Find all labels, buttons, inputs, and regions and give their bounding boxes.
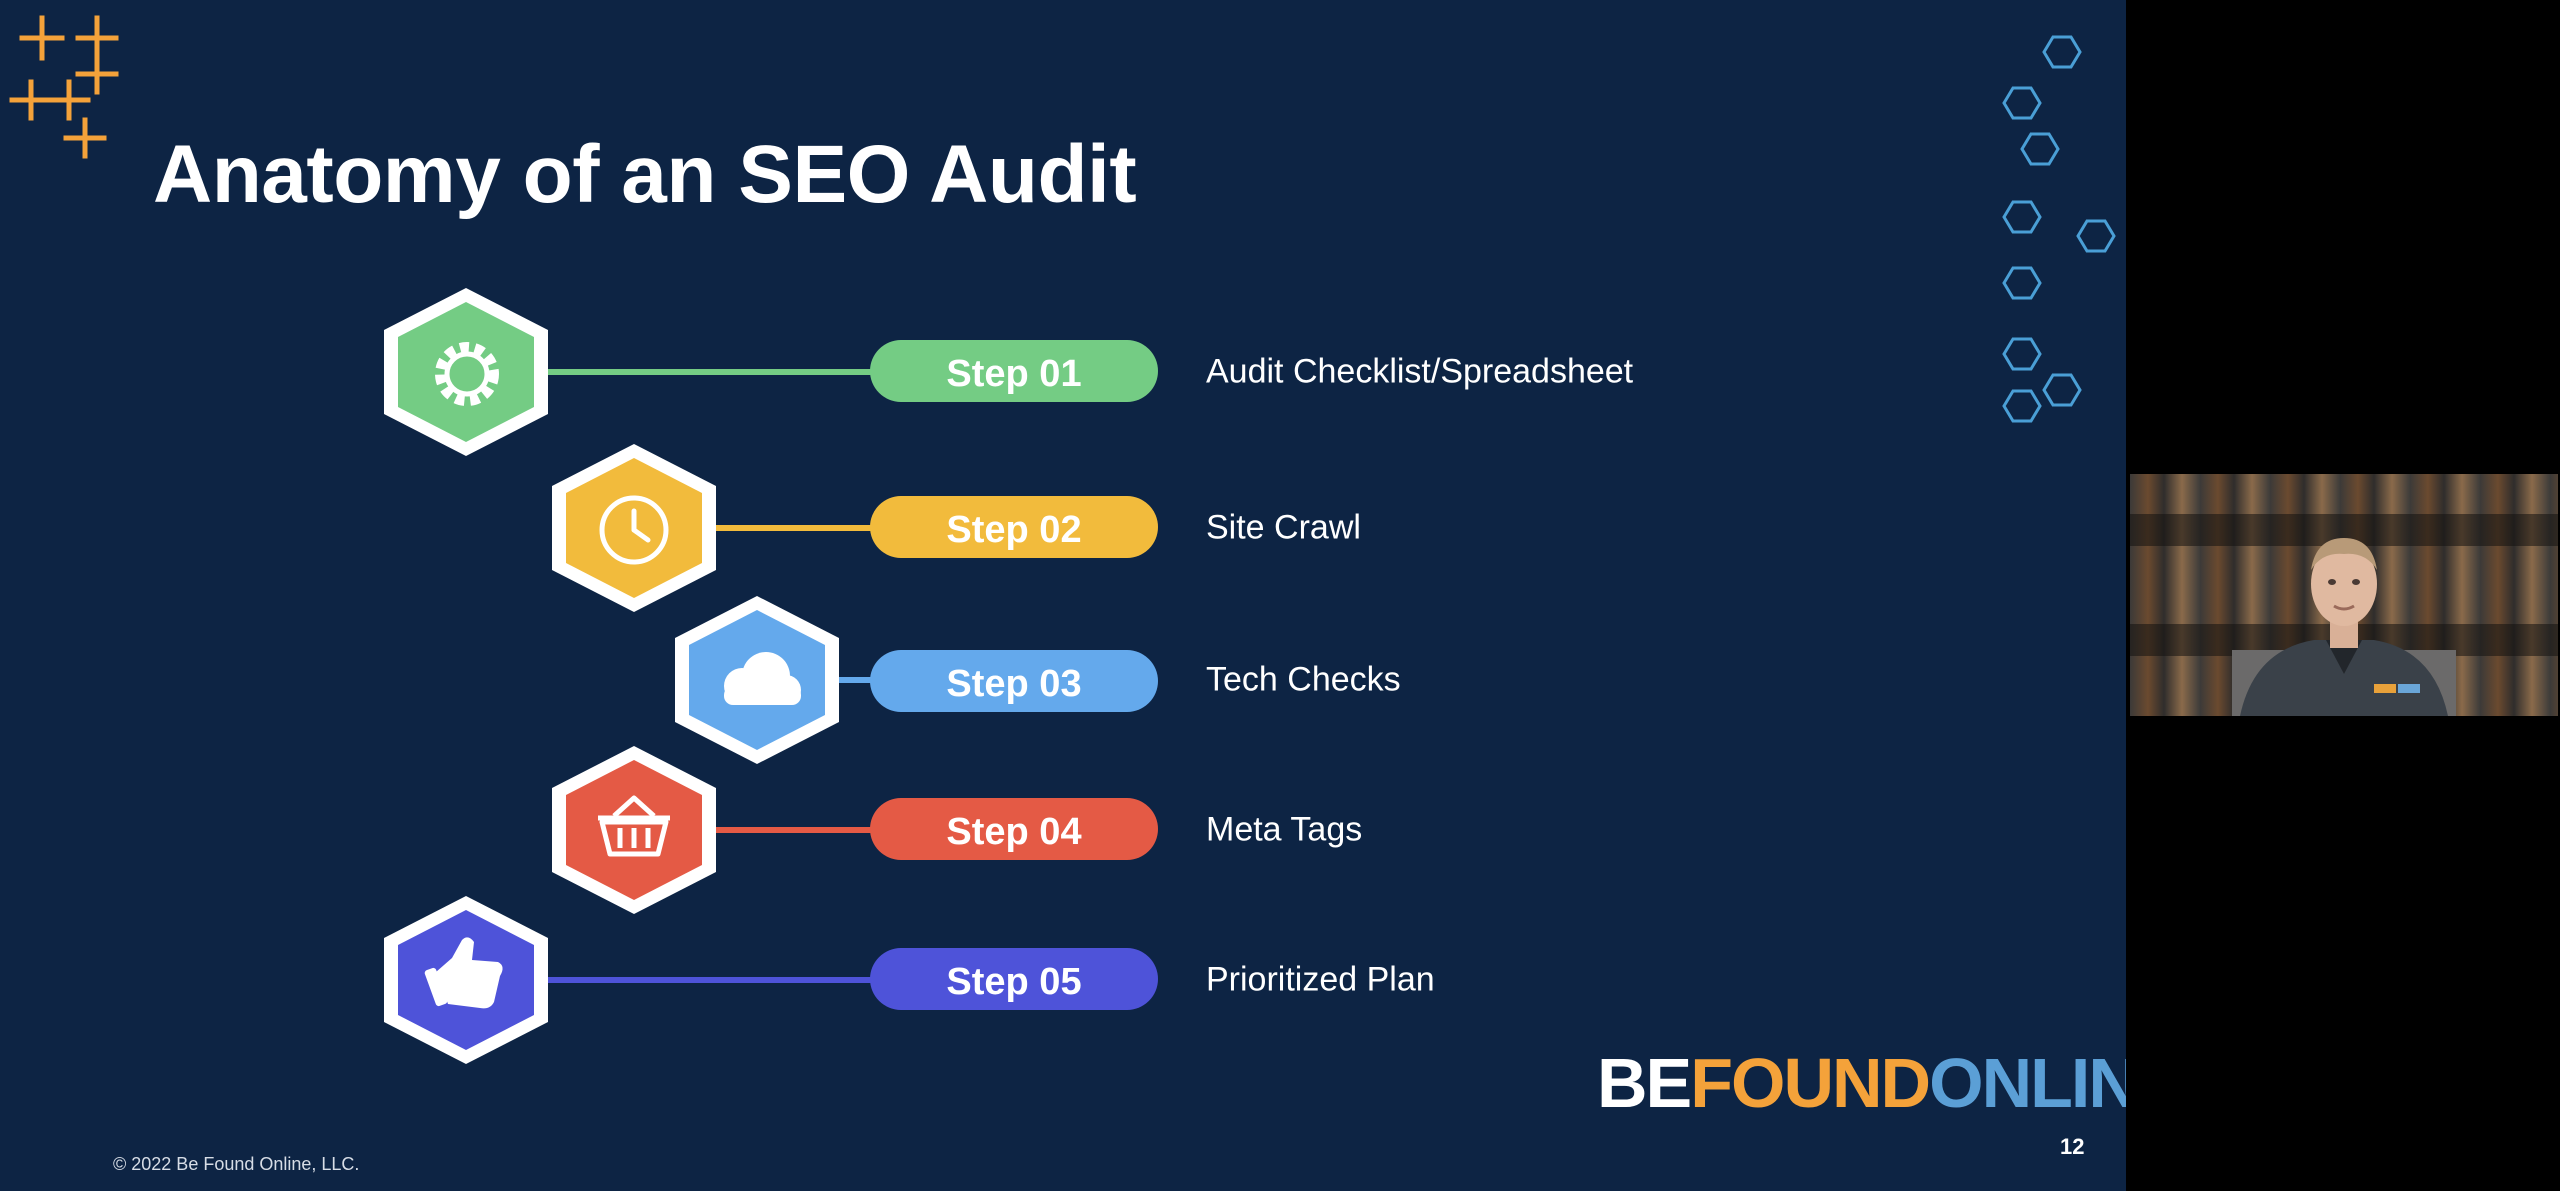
step-03-row: Step 03 bbox=[675, 596, 1158, 764]
brand-logo-found: FOUND bbox=[1690, 1044, 1931, 1122]
step-02-description: Site Crawl bbox=[1206, 508, 1361, 547]
step-04-pill bbox=[870, 798, 1158, 860]
presenter-video-icon bbox=[2232, 538, 2456, 716]
step-05-row: Step 05 bbox=[384, 896, 1158, 1064]
steps-diagram: Step 01 Step 02 bbox=[384, 288, 1158, 1064]
plus-cluster-decoration bbox=[9, 15, 119, 159]
hexagon-pattern-decoration bbox=[2002, 35, 2116, 423]
thumbs-up-icon bbox=[424, 937, 503, 1009]
brand-logo: BEFOUNDONLINE bbox=[1597, 1048, 2126, 1118]
copyright-notice: © 2022 Be Found Online, LLC. bbox=[113, 1154, 360, 1174]
slide-page-number: 12 bbox=[2060, 1134, 2085, 1159]
step-04-description: Meta Tags bbox=[1206, 810, 1363, 849]
clock-icon bbox=[599, 495, 669, 565]
step-01-description: Audit Checklist/Spreadsheet bbox=[1206, 352, 1634, 391]
step-03-label: Step 03 bbox=[946, 663, 1081, 705]
step-04-label: Step 04 bbox=[946, 811, 1081, 853]
step-01-row: Step 01 bbox=[384, 288, 1158, 456]
step-02-row: Step 02 bbox=[552, 444, 1158, 612]
brand-logo-online: ONLINE bbox=[1929, 1044, 2126, 1122]
step-03-pill bbox=[870, 650, 1158, 712]
step-03-description: Tech Checks bbox=[1206, 660, 1401, 699]
presenter-webcam[interactable] bbox=[2130, 474, 2558, 716]
step-02-pill bbox=[870, 496, 1158, 558]
step-05-pill bbox=[870, 948, 1158, 1010]
step-01-hexagon bbox=[384, 288, 548, 456]
cloud-icon bbox=[724, 652, 801, 705]
step-02-label: Step 02 bbox=[946, 509, 1081, 551]
basket-icon bbox=[598, 795, 670, 857]
step-01-label: Step 01 bbox=[946, 353, 1081, 395]
slide-title: Anatomy of an SEO Audit bbox=[153, 129, 1137, 220]
step-05-description: Prioritized Plan bbox=[1206, 960, 1435, 999]
step-04-row: Step 04 bbox=[552, 746, 1158, 914]
gear-icon bbox=[435, 342, 499, 406]
step-01-pill bbox=[870, 340, 1158, 402]
brand-logo-be: BE bbox=[1597, 1044, 1692, 1122]
presentation-slide: Anatomy of an SEO Audit Step 01 bbox=[0, 0, 2126, 1191]
step-05-label: Step 05 bbox=[946, 961, 1081, 1003]
